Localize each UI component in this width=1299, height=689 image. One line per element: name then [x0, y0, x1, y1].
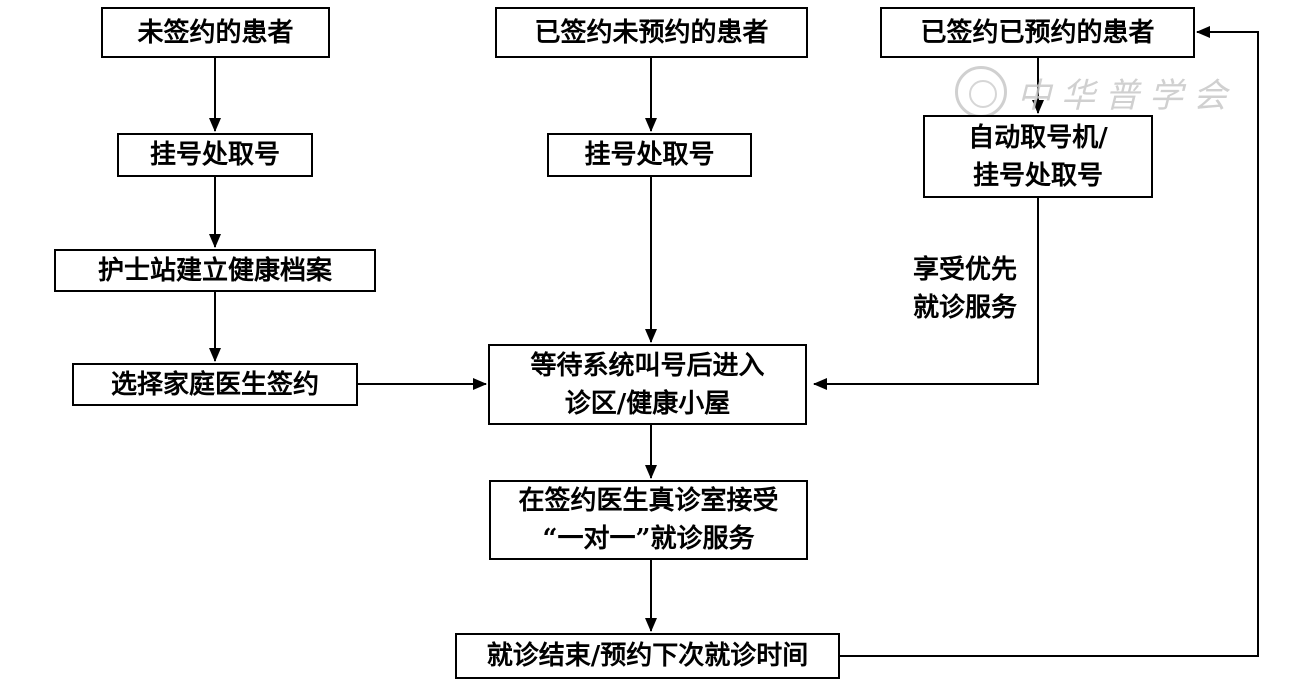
- node-signed-booked-patient: 已签约已预约的患者: [880, 7, 1195, 58]
- node-choose-family-doctor-label: 选择家庭医生签约: [110, 369, 319, 400]
- node-choose-family-doctor: 选择家庭医生签约: [72, 363, 358, 406]
- priority-service-line2: 就诊服务: [912, 293, 1017, 323]
- watermark-text: 中华普学会: [1017, 75, 1237, 116]
- node-signed-not-booked-label: 已签约未预约的患者: [534, 17, 769, 48]
- node-wait-for-call-line2: 诊区/健康小屋: [564, 388, 731, 419]
- node-signed-not-booked-patient: 已签约未预约的患者: [495, 7, 808, 58]
- node-auto-registration: 自动取号机/ 挂号处取号: [923, 115, 1153, 198]
- node-one-on-one-consult-line2: “一对一”就诊服务: [542, 524, 755, 554]
- node-unsigned-patient-label: 未签约的患者: [137, 17, 294, 48]
- seal-icon: [955, 66, 1007, 118]
- priority-service-line1: 享受优先: [912, 255, 1017, 285]
- node-unsigned-patient: 未签约的患者: [101, 7, 330, 58]
- node-signed-booked-label: 已签约已预约的患者: [920, 17, 1155, 48]
- node-wait-for-call-line1: 等待系统叫号后进入: [530, 350, 765, 381]
- node-one-on-one-consult-line1: 在签约医生真诊室接受: [518, 486, 779, 516]
- node-registration-middle: 挂号处取号: [547, 133, 752, 177]
- node-end-and-next-appointment-label: 就诊结束/预约下次就诊时间: [486, 641, 809, 671]
- arrow-auto-to-wait: [813, 198, 1039, 390]
- node-wait-for-call: 等待系统叫号后进入 诊区/健康小屋: [488, 344, 807, 425]
- node-nurse-health-record-label: 护士站建立健康档案: [97, 255, 332, 286]
- node-registration-left: 挂号处取号: [117, 133, 313, 177]
- node-nurse-health-record: 护士站建立健康档案: [54, 249, 376, 292]
- node-one-on-one-consult: 在签约医生真诊室接受 “一对一”就诊服务: [489, 480, 808, 560]
- node-auto-registration-line2: 挂号处取号: [972, 160, 1103, 191]
- node-auto-registration-line1: 自动取号机/: [968, 122, 1108, 153]
- arrow-end-to-booked: [840, 26, 1259, 657]
- node-registration-left-label: 挂号处取号: [149, 140, 280, 170]
- node-registration-middle-label: 挂号处取号: [584, 140, 715, 170]
- priority-service-label: 享受优先 就诊服务: [900, 251, 1030, 327]
- watermark: 中华普学会: [955, 62, 1255, 122]
- node-end-and-next-appointment: 就诊结束/预约下次就诊时间: [455, 633, 840, 679]
